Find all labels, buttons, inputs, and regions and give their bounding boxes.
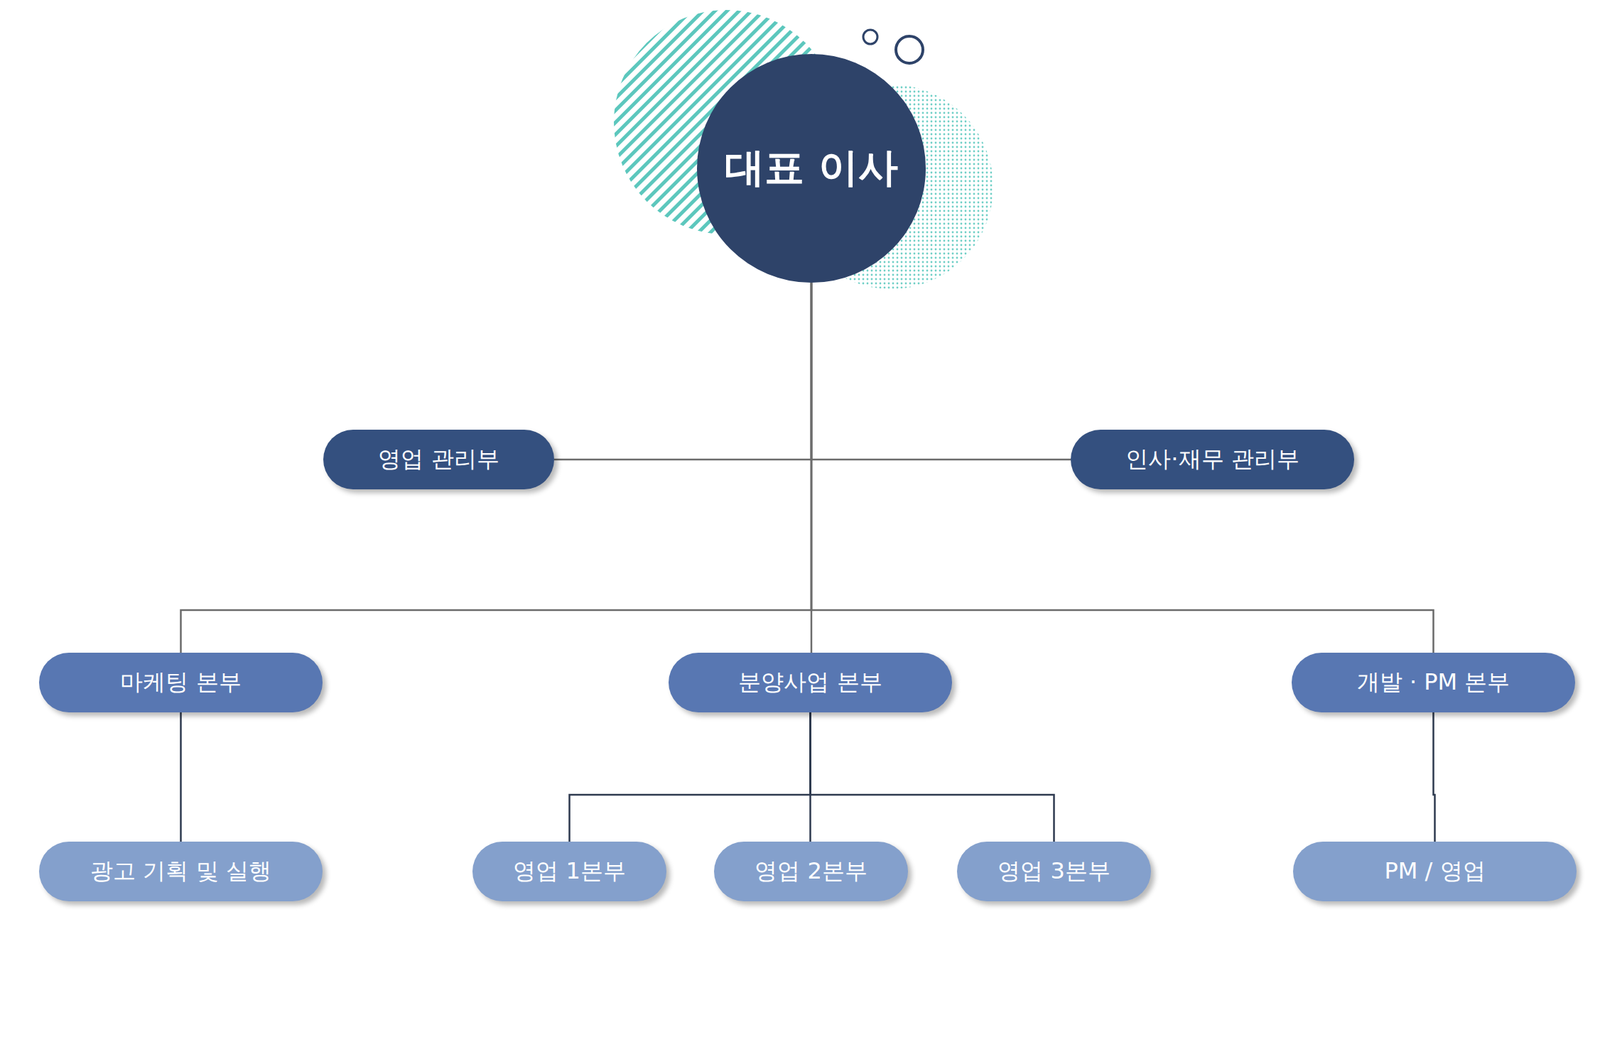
ceo-circle: 대표 이사 xyxy=(696,53,926,283)
connector xyxy=(554,282,812,460)
dept-pill: 영업 관리부 xyxy=(323,429,555,490)
node-label: 영업 3본부 xyxy=(997,856,1111,888)
division-pill: 마케팅 본부 xyxy=(39,652,323,713)
node-label: 광고 기획 및 실행 xyxy=(90,856,272,888)
connector xyxy=(810,712,1055,842)
node-label: 마케팅 본부 xyxy=(120,667,241,699)
small-ring xyxy=(863,29,878,45)
division-pill: 분양사업 본부 xyxy=(668,652,953,713)
small-ring xyxy=(895,36,923,64)
team-pill: 영업 3본부 xyxy=(957,841,1151,902)
connector xyxy=(569,712,811,842)
dept-pill: 인사·재무 관리부 xyxy=(1070,429,1355,490)
division-pill: 개발 · PM 본부 xyxy=(1291,652,1576,713)
connector xyxy=(181,282,813,653)
node-label: 영업 관리부 xyxy=(377,444,499,476)
connector xyxy=(811,282,1071,460)
team-pill: 광고 기획 및 실행 xyxy=(39,841,323,902)
connector xyxy=(179,712,182,842)
node-label: 개발 · PM 본부 xyxy=(1357,667,1511,699)
team-pill: 영업 2본부 xyxy=(714,841,908,902)
node-label: 대표 이사 xyxy=(724,141,899,196)
node-label: 분양사업 본부 xyxy=(738,667,882,699)
node-label: 영업 1본부 xyxy=(512,856,626,888)
team-pill: 영업 1본부 xyxy=(472,841,667,902)
node-label: 인사·재무 관리부 xyxy=(1125,444,1299,476)
connector xyxy=(811,282,1434,653)
node-label: PM / 영업 xyxy=(1384,856,1485,888)
node-label: 영업 2본부 xyxy=(754,856,868,888)
team-pill: PM / 영업 xyxy=(1293,841,1577,902)
connector xyxy=(1433,712,1436,842)
